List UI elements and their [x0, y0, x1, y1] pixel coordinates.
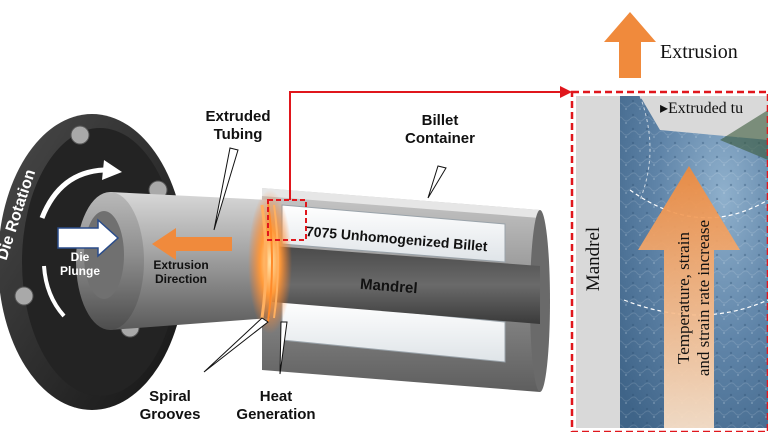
gradient-arrow	[638, 166, 740, 428]
label-billet-container-line1: Billet	[421, 112, 459, 129]
callout-source-box	[267, 199, 307, 241]
label-spiral-grooves: Spiral Grooves	[130, 388, 210, 424]
label-billet-container: Billet Container	[392, 112, 488, 148]
die-plunge-arrow	[57, 218, 120, 258]
mandrel	[272, 246, 540, 324]
label-extruded-tubing-line2: Tubing	[213, 126, 263, 143]
label-billet-container-line2: Container	[404, 130, 475, 147]
callout-pointers	[203, 147, 447, 375]
extrusion-direction-arrow	[152, 228, 232, 260]
heat-zone	[248, 190, 292, 334]
extrusion-up-arrow	[604, 12, 656, 78]
label-heat-generation: Heat Generation	[226, 388, 326, 424]
callout-arrowhead	[560, 86, 572, 98]
extruded-tubing	[76, 192, 270, 330]
die-rotation-arrow	[39, 160, 122, 318]
label-inset-mandrel: Mandrel	[583, 226, 604, 292]
label-gradient-line2: and strain rate increase	[694, 219, 713, 377]
billet	[281, 204, 506, 363]
label-die-plunge-line1: Die	[70, 250, 90, 264]
label-die-plunge-line2: Plunge	[59, 264, 100, 278]
label-extruded-tube-text: Extruded tu	[668, 100, 744, 117]
label-heat-generation-line2: Generation	[236, 406, 316, 423]
label-gradient-line1: Temperature, strain	[674, 232, 693, 364]
microstructure-inset	[570, 90, 768, 432]
label-extrusion: Extrusion	[660, 41, 738, 63]
label-extrusion-direction-line1: Extrusion	[153, 258, 209, 272]
callout-connector	[289, 91, 560, 200]
label-extruded-tube: ▸Extruded tu	[660, 100, 743, 118]
label-extrusion-direction-line2: Direction	[154, 272, 207, 286]
label-spiral-grooves-line1: Spiral	[149, 388, 191, 405]
label-die-plunge: Die Plunge	[52, 250, 108, 278]
label-spiral-grooves-line2: Grooves	[139, 406, 201, 423]
label-gradient: Temperature, strain and strain rate incr…	[674, 193, 714, 403]
arrow-right-icon: ▸	[660, 100, 669, 117]
label-extrusion-direction: Extrusion Direction	[140, 258, 222, 286]
label-extruded-tubing-line1: Extruded	[205, 108, 271, 125]
label-heat-generation-line1: Heat	[259, 388, 293, 405]
label-extruded-tubing: Extruded Tubing	[193, 108, 283, 144]
